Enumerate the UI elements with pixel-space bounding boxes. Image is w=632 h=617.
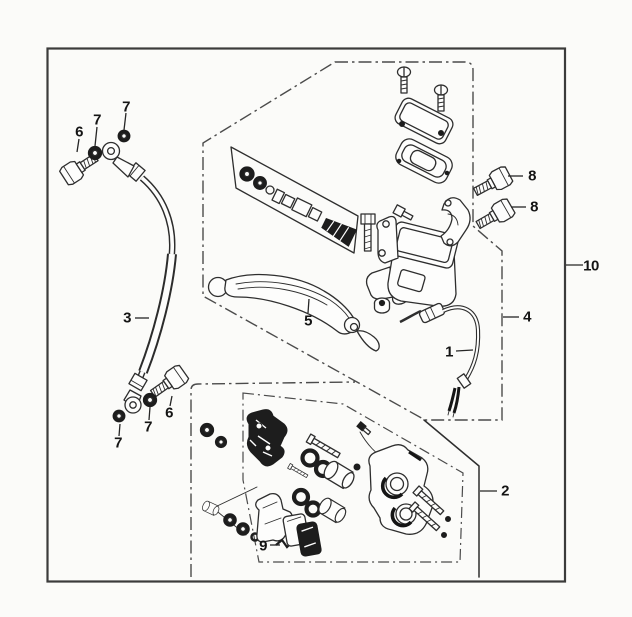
diagram-frame: [46, 47, 567, 583]
caliper-group-boundary: [190, 381, 480, 578]
callout-leader-lines: [76, 112, 583, 546]
callout-part-4: 4: [523, 308, 531, 326]
brake-light-switch-wire: [399, 302, 481, 418]
lever-pivot-bolt: [360, 213, 376, 252]
callout-part-9: 9: [259, 537, 267, 555]
caliper-bracket: [246, 409, 288, 467]
callout-part-8-upper: 8: [528, 167, 536, 185]
master-cylinder-body: [365, 215, 459, 307]
sealing-washer-upper-inner: [87, 145, 103, 161]
brake-lever: [207, 273, 380, 352]
master-cylinder-kit-parts: [239, 166, 358, 247]
clamp-bolt-lower: [472, 196, 517, 235]
brake-pad-inner: [296, 521, 322, 557]
callout-part-6-upper: 6: [75, 123, 83, 141]
sealing-washer-lower-inner: [142, 392, 158, 408]
clamp-bolt-upper: [470, 164, 515, 202]
callout-part-10: 10: [583, 257, 599, 275]
callout-part-2: 2: [501, 482, 509, 500]
reservoir-cover-screw-2: [433, 84, 449, 112]
callout-part-7-lower-outer: 7: [114, 434, 122, 452]
reservoir-diaphragm: [395, 138, 453, 184]
handlebar-clamp: [440, 197, 471, 247]
reservoir-cover-screw-1: [396, 66, 412, 94]
pivot-lock-screw: [392, 204, 414, 221]
piston-spring: [321, 217, 358, 247]
caliper-parts: [199, 409, 451, 557]
callout-part-7-upper-inner: 7: [93, 111, 101, 129]
callout-part-7-upper-outer: 7: [122, 98, 130, 116]
callout-part-1: 1: [445, 343, 453, 361]
callout-part-8-lower: 8: [530, 198, 538, 216]
callout-part-3: 3: [123, 309, 131, 327]
sealing-washer-lower-outer: [112, 409, 126, 423]
callout-part-7-lower-inner: 7: [144, 418, 152, 436]
sealing-washer-upper-outer: [117, 129, 131, 143]
pivot-nut: [373, 297, 391, 314]
callout-part-6-lower: 6: [165, 404, 173, 422]
reservoir-cap: [394, 97, 454, 145]
callout-part-5: 5: [304, 312, 312, 330]
brake-hose: [101, 141, 177, 414]
master-cylinder-kit-panel: [230, 146, 359, 254]
